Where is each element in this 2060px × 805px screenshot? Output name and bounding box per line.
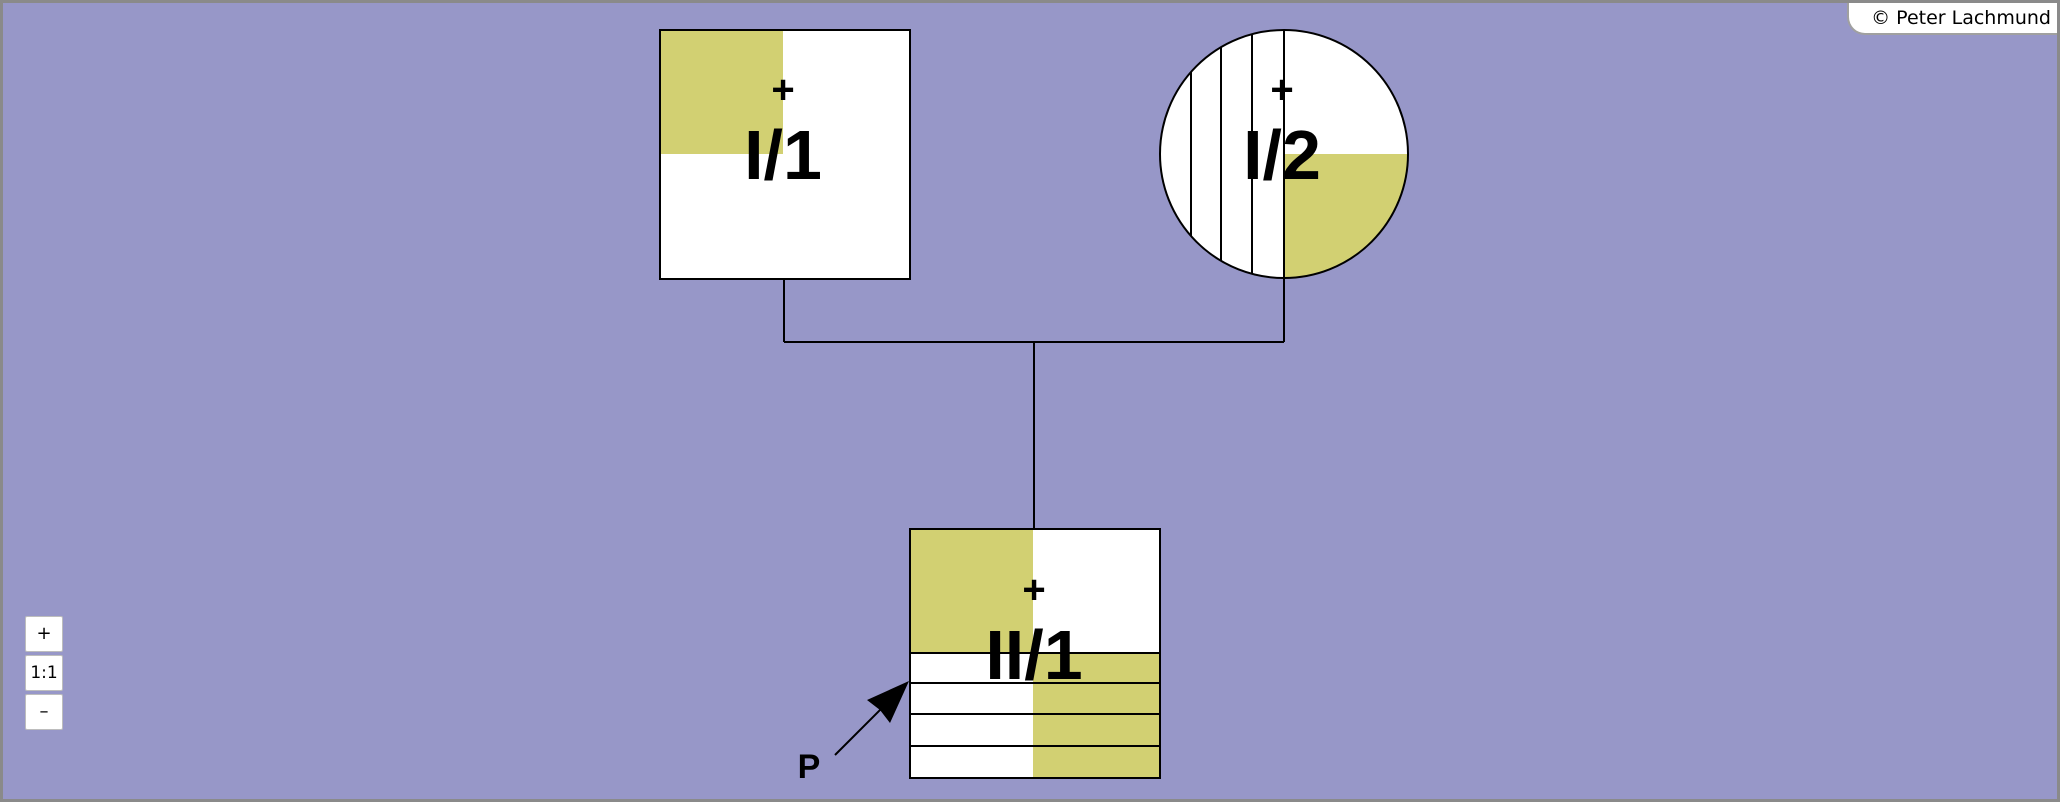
deceased-marker: + [1270, 68, 1293, 112]
individual-i-2[interactable]: + I/2 [1159, 23, 1414, 293]
individual-id-label: I/1 [744, 116, 822, 194]
individual-ii-1[interactable]: + II/1 [909, 528, 1161, 779]
deceased-marker: + [771, 68, 794, 112]
male-symbol [659, 29, 911, 280]
female-symbol [1159, 29, 1409, 279]
individual-id-label: II/1 [985, 616, 1082, 694]
zoom-out-button[interactable]: – [25, 694, 63, 730]
deceased-marker: + [1022, 568, 1045, 612]
individual-i-1[interactable]: + I/1 [659, 29, 911, 280]
proband-arrow: P [798, 681, 909, 786]
affected-quadrant [660, 30, 783, 154]
zoom-reset-button[interactable]: 1:1 [25, 655, 63, 691]
proband-arrow-head [867, 681, 909, 723]
individual-id-label: I/2 [1243, 116, 1321, 194]
affected-quadrant [910, 529, 1033, 653]
pedigree-chart: + I/1 + I/2 [659, 23, 1414, 786]
affected-rows-right-half [1033, 653, 1160, 778]
zoom-in-button[interactable]: + [25, 616, 63, 652]
copyright-notice: © Peter Lachmund [1847, 3, 2057, 35]
proband-label: P [798, 748, 821, 786]
connector-lines [783, 279, 1285, 529]
